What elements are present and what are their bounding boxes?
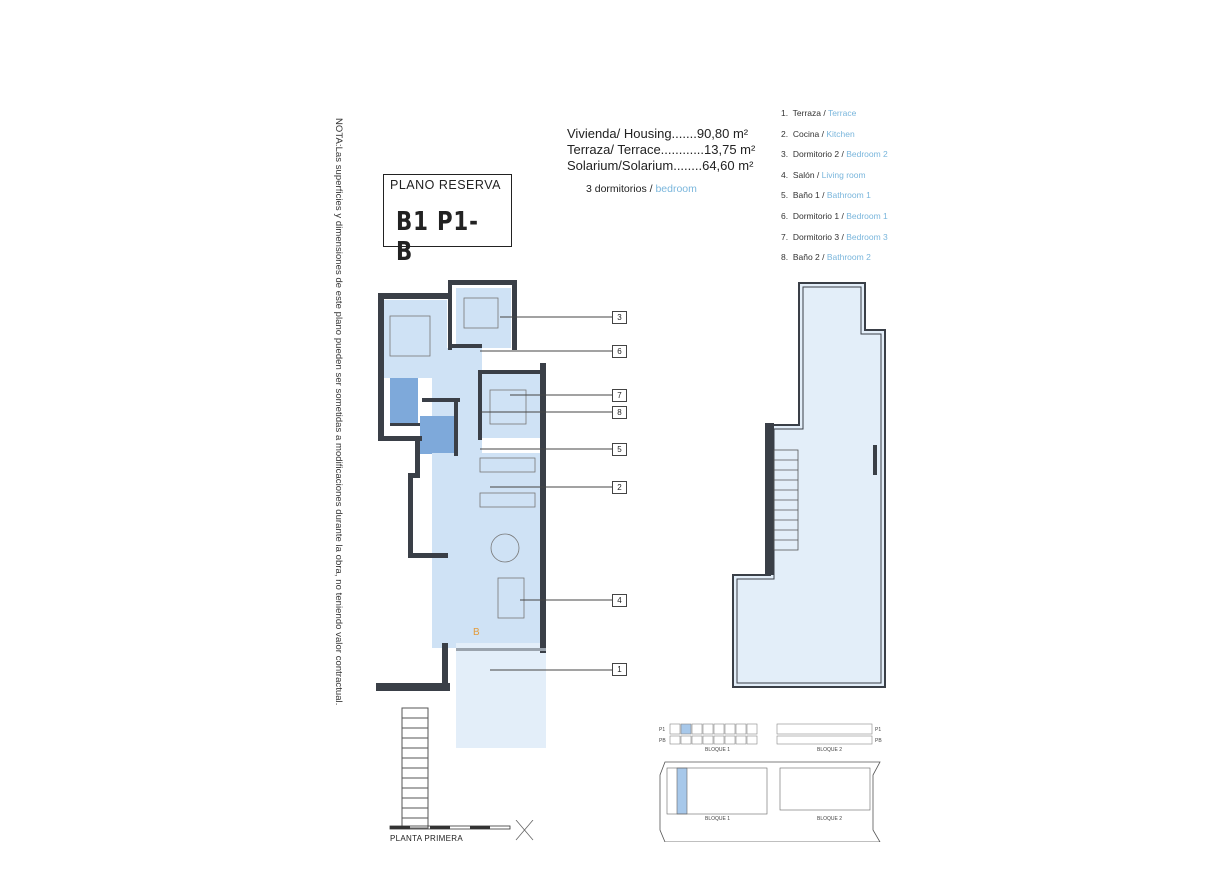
legend-item: 4. Salón / Living room (781, 169, 866, 180)
block1-label-bottom: BLOQUE 1 (705, 816, 730, 822)
callout-6: 6 (612, 345, 627, 358)
legend-item: 1. Terraza / Terrace (781, 108, 857, 118)
solarium-plan (732, 282, 886, 688)
legend-item: 6. Dormitorio 1 / Bedroom 1 (781, 210, 888, 221)
block2-label-top: BLOQUE 2 (817, 747, 842, 753)
callout-2: 2 (612, 481, 627, 494)
bedroom-count-en: bedroom (655, 183, 697, 195)
first-floor-plan: B (376, 280, 546, 829)
legend-item: 7. Dormitorio 3 / Bedroom 3 (781, 231, 888, 242)
callout-5: 5 (612, 443, 627, 456)
plan-box-code: B1 P1-B (396, 207, 479, 267)
stair-letter: B (473, 627, 480, 638)
p1-label-left: P1 (659, 727, 665, 733)
pb-label-left: PB (659, 738, 666, 744)
disclaimer-note: NOTA:Las superficies y dimensiones de es… (330, 118, 348, 718)
callout-8: 8 (612, 406, 627, 419)
legend-item: 3. Dormitorio 2 / Bedroom 2 (781, 149, 888, 160)
callout-4: 4 (612, 594, 627, 607)
disclaimer-text: NOTA:Las superficies y dimensiones de es… (333, 118, 344, 706)
legend-item: 8. Baño 2 / Bathroom 2 (781, 252, 871, 263)
room-legend: 1. Terraza / Terrace 2. Cocina / Kitchen… (781, 108, 888, 273)
p1-label-right: P1 (875, 727, 881, 733)
bedroom-count-es: 3 dormitorios / (586, 183, 656, 195)
terrace-fill (456, 643, 546, 748)
pb-label-right: PB (875, 738, 882, 744)
kitchen-living-fill (432, 453, 544, 648)
block1-label-top: BLOQUE 1 (705, 747, 730, 753)
scale-bar (389, 820, 534, 841)
plan-box-label: PLANO RESERVA (390, 178, 501, 192)
terrace-area: Terraza/ Terrace............13,75 m² (567, 142, 756, 157)
callout-7: 7 (612, 389, 627, 402)
callout-lines (480, 316, 613, 601)
block2-label-bottom: BLOQUE 2 (817, 816, 842, 822)
bathroom-1-fill (420, 416, 458, 454)
callout-3: 3 (612, 311, 627, 324)
legend-item: 5. Baño 1 / Bathroom 1 (781, 190, 871, 201)
callout-1: 1 (612, 663, 627, 676)
bathroom-2-fill (390, 378, 418, 423)
plan-title-box: PLANO RESERVA B1 P1-B (383, 174, 512, 267)
callout-line-1 (490, 669, 613, 671)
block-selector: P1 PB P1 PB BLOQUE 1 BLOQUE 2 BLOQUE 1 B… (659, 723, 882, 842)
housing-area: Vivienda/ Housing.......90,80 m² (567, 126, 749, 141)
legend-item: 2. Cocina / Kitchen (781, 128, 855, 139)
solarium-area: Solarium/Solarium........64,60 m² (567, 158, 754, 173)
floor-label: PLANTA PRIMERA (390, 834, 463, 843)
bedroom-count: 3 dormitorios / bedroom (586, 183, 697, 195)
